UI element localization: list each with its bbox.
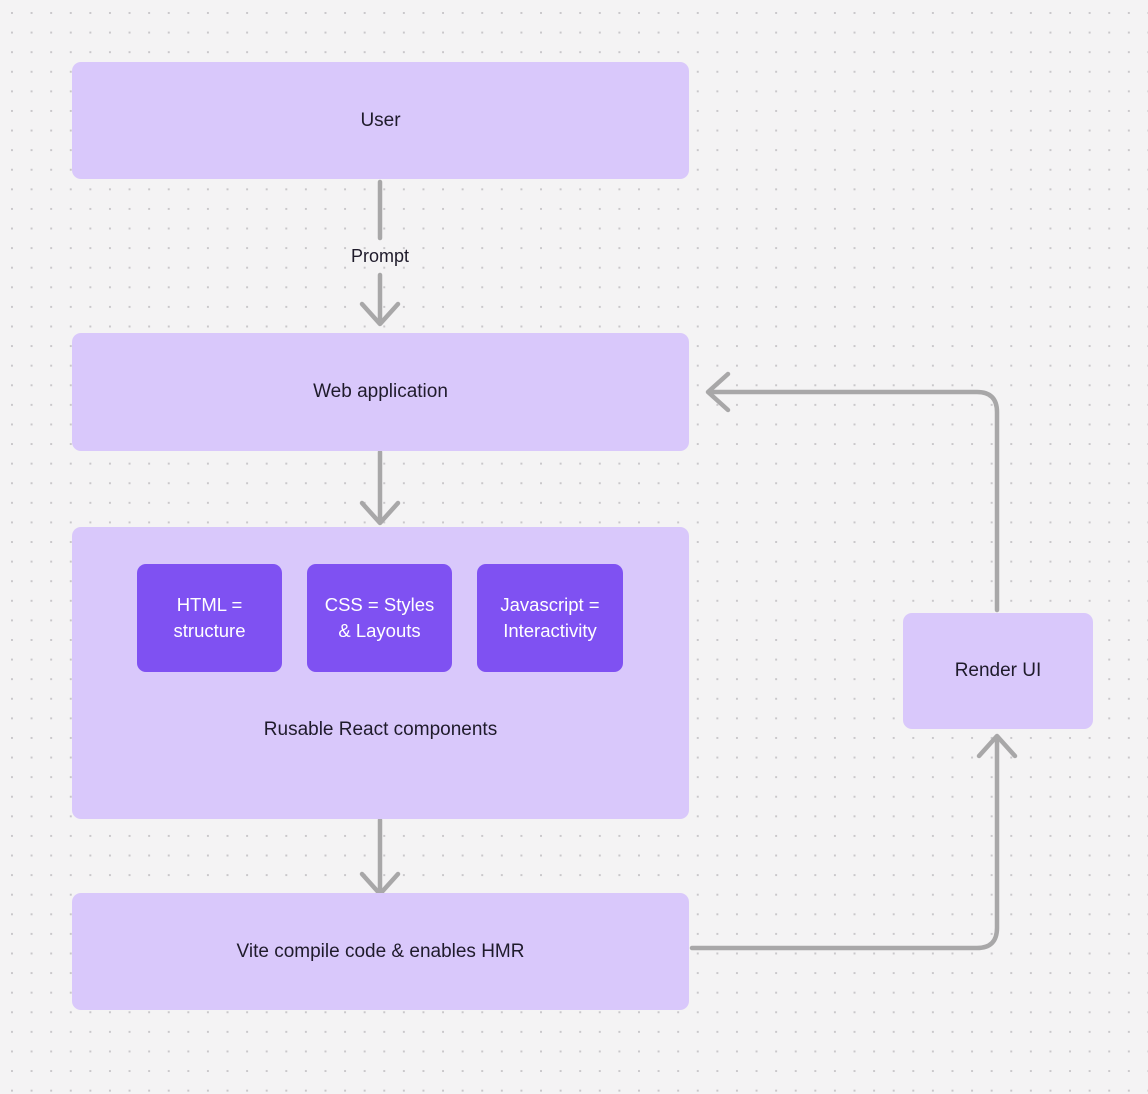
node-render-ui[interactable]: Render UI (903, 613, 1093, 729)
edge-vite-to-render (689, 735, 1000, 951)
node-css-box-label: CSS = Styles & Layouts (324, 593, 435, 641)
arrowhead-components-to-vite (359, 871, 401, 897)
node-user-label: User (360, 109, 401, 131)
edge-render-to-web (707, 389, 1000, 613)
node-components-group-title: Rusable React components (263, 719, 498, 740)
node-html-box-label: HTML = structure (173, 593, 246, 641)
node-web-application-label: Web application (313, 381, 448, 402)
node-vite-label: Vite compile code & enables HMR (236, 940, 525, 962)
node-js-box[interactable]: Javascript = Interactivity (477, 564, 623, 672)
node-web-application[interactable]: Web application (72, 333, 689, 451)
arrowhead-render-to-web (705, 371, 731, 413)
node-html-box[interactable]: HTML = structure (137, 564, 282, 672)
node-css-box[interactable]: CSS = Styles & Layouts (307, 564, 452, 672)
edge-label-prompt: Prompt (350, 246, 410, 266)
node-user[interactable]: User (72, 62, 689, 179)
node-js-box-label: Javascript = Interactivity (500, 593, 600, 641)
arrowhead-prompt-to-web (359, 301, 401, 327)
node-vite[interactable]: Vite compile code & enables HMR (72, 893, 689, 1010)
arrowhead-web-to-components (359, 500, 401, 526)
node-components-group[interactable]: HTML = structure CSS = Styles & Layouts … (72, 527, 689, 819)
node-render-ui-label: Render UI (954, 660, 1042, 681)
arrowhead-vite-to-render (976, 733, 1018, 759)
